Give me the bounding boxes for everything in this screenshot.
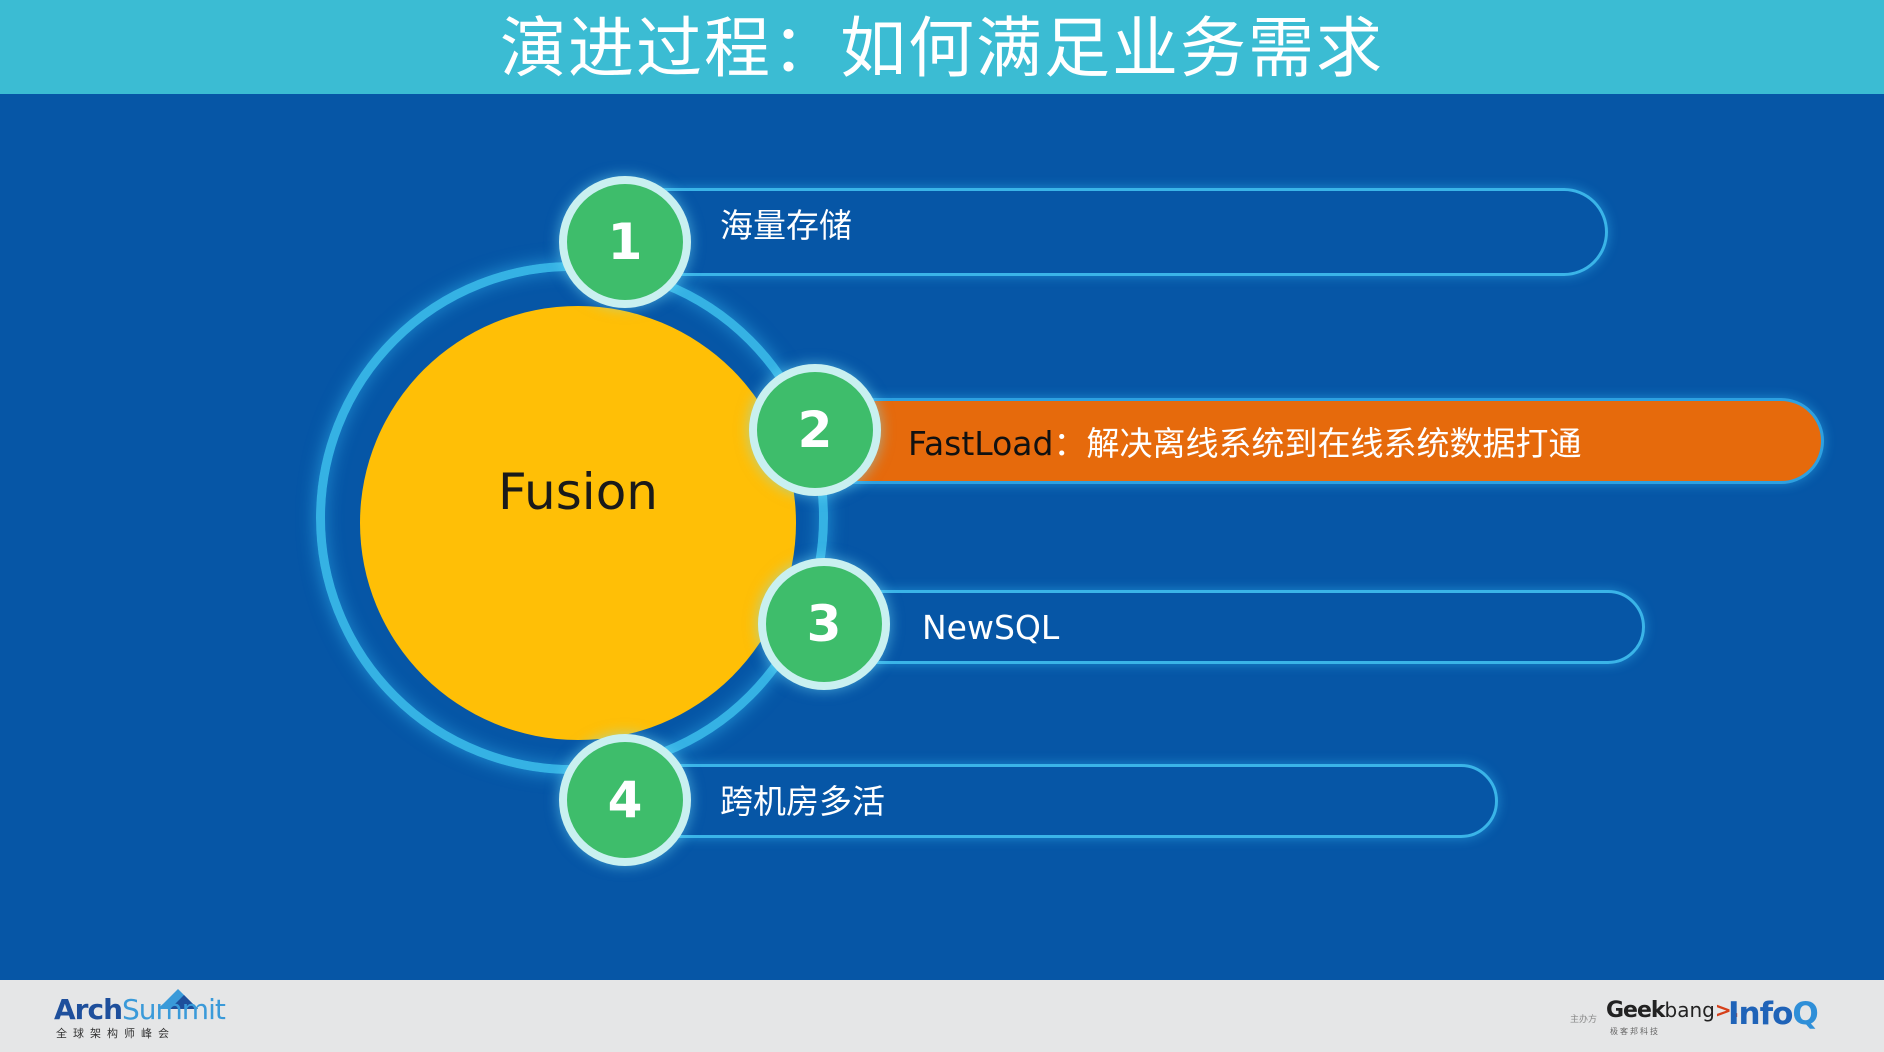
host-label: 主办方 (1570, 1015, 1598, 1025)
infoq-logo: InfoQ (1728, 996, 1819, 1032)
footer-bar: ArchSummit 全球架构师峰会 主办方 Geekbang>. 极客邦科技 … (0, 980, 1884, 1052)
mountain-icon (158, 989, 198, 1009)
item-number-2: 2 (749, 364, 881, 496)
fusion-circle (360, 306, 796, 740)
item-bar-2 (790, 398, 1824, 484)
archsummit-wordmark: ArchSummit (54, 993, 226, 1026)
item-number-1: 1 (559, 176, 691, 308)
item-label-4: 跨机房多活 (720, 782, 885, 821)
title-bar: 演进过程：如何满足业务需求 (0, 0, 1884, 94)
item-label-2-prefix: FastLoad (908, 424, 1054, 463)
geekbang-subtitle: 极客邦科技 (1610, 1027, 1660, 1036)
item-label-3: NewSQL (922, 608, 1060, 647)
geekbang-logo: Geekbang>. 极客邦科技 (1606, 998, 1740, 1036)
item-number-3: 3 (758, 558, 890, 690)
archsummit-logo: ArchSummit 全球架构师峰会 (52, 989, 226, 1043)
item-number-4: 4 (559, 734, 691, 866)
archsummit-subtitle: 全球架构师峰会 (56, 1027, 175, 1040)
slide-title: 演进过程：如何满足业务需求 (500, 10, 1384, 87)
item-label-2-rest: ：解决离线系统到在线系统数据打通 (1053, 424, 1582, 463)
fusion-label: Fusion (498, 463, 658, 521)
slide-body: Fusion 海量存储 FastLoad：解决离线系统到在线系统数据打通 New… (0, 94, 1884, 980)
item-label-2: FastLoad：解决离线系统到在线系统数据打通 (908, 424, 1581, 464)
item-label-1: 海量存储 (720, 206, 852, 245)
